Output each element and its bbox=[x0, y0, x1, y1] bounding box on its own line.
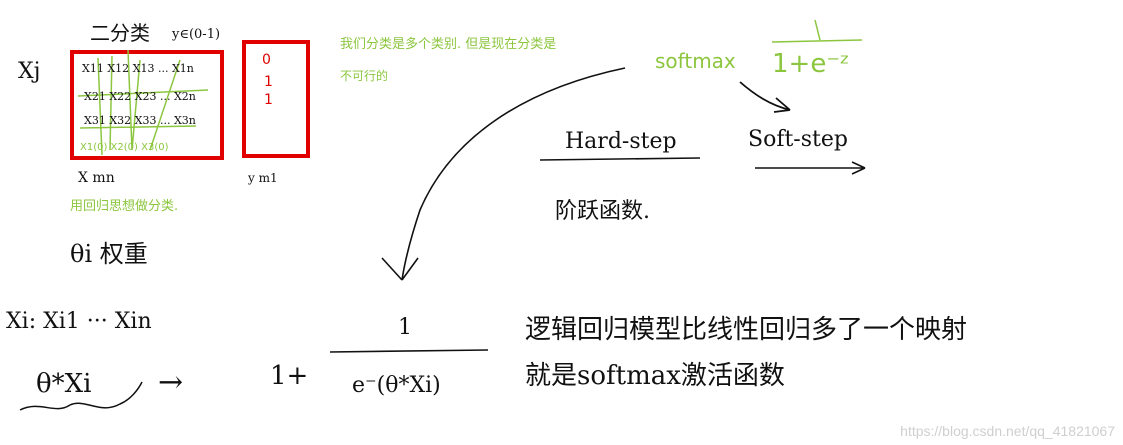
matrix-row-2: X21 X22 X23 ... X2n bbox=[84, 90, 196, 103]
matrix-green-strokes bbox=[77, 49, 209, 156]
theta-xi: θ*Xi bbox=[36, 369, 91, 399]
hard-step-underline bbox=[539, 157, 701, 161]
matrix-row-1: X11 X12 X13 ... X1n bbox=[82, 62, 194, 75]
hard-step-label: Hard-step bbox=[565, 129, 677, 154]
x-matrix-box bbox=[70, 50, 224, 160]
soft-step-label: Soft-step bbox=[748, 127, 848, 152]
theta-xi-underline bbox=[19, 381, 143, 411]
sigmoid-small-bar bbox=[771, 19, 863, 43]
green-note-regression: 用回归思想做分类. bbox=[70, 198, 178, 214]
logistic-note-line2: 就是softmax激活函数 bbox=[525, 361, 785, 391]
y-value-0: 0 bbox=[262, 52, 271, 68]
one-plus: 1+ bbox=[270, 361, 308, 391]
sigmoid-small: 1+e⁻ᶻ bbox=[772, 49, 850, 79]
watermark: https://blog.csdn.net/qq_41821067 bbox=[900, 423, 1115, 439]
fraction-numerator: 1 bbox=[398, 315, 412, 340]
fraction-denominator: e⁻(θ*Xi) bbox=[352, 373, 441, 398]
step-function-label: 阶跃函数. bbox=[555, 199, 650, 224]
y-value-1: 1 bbox=[264, 74, 273, 90]
matrix-row-3: X31 X32 X33 ... X3n bbox=[84, 114, 196, 127]
softmax-arrow bbox=[739, 81, 791, 113]
weight-label: θi 权重 bbox=[70, 240, 148, 268]
green-note-not-feasible: 不可行的 bbox=[340, 68, 388, 83]
fraction-bar bbox=[329, 349, 489, 353]
ym1-label: y m1 bbox=[247, 171, 278, 185]
green-note-multiclass: 我们分类是多个类别. 但是现在分类是 bbox=[340, 36, 556, 52]
curved-arrow bbox=[381, 67, 626, 281]
binary-title: 二分类 bbox=[90, 21, 150, 45]
soft-step-arrow bbox=[755, 161, 866, 175]
logistic-note-line1: 逻辑回归模型比线性回归多了一个映射 bbox=[525, 315, 967, 345]
xi-row: Xi: Xi1 ··· Xin bbox=[6, 309, 152, 334]
xmn-label: X mn bbox=[78, 170, 115, 186]
map-arrow: → bbox=[158, 365, 183, 400]
y-vector-box bbox=[242, 40, 310, 158]
xj-label: Xj bbox=[18, 59, 40, 84]
matrix-row-4: X1(0) X2(0) X3(0) bbox=[80, 142, 169, 153]
y-value-2: 1 bbox=[264, 92, 273, 108]
y-range-label: y∈(0-1) bbox=[171, 27, 220, 42]
softmax-label: softmax bbox=[655, 49, 736, 73]
